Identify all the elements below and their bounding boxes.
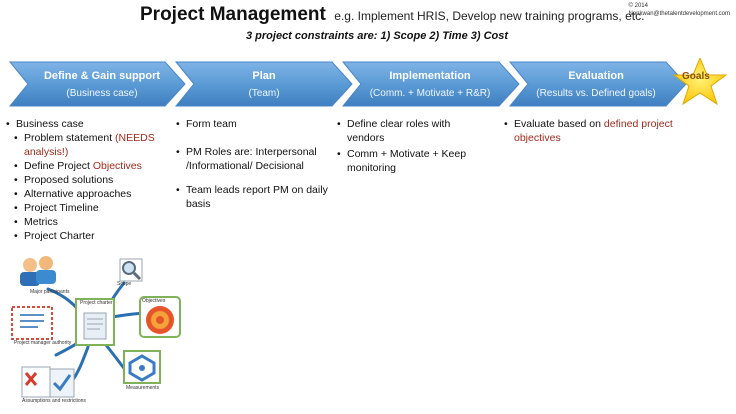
- list-item: Evaluate based on defined project object…: [504, 117, 674, 145]
- label-project-charter: Project charter: [80, 300, 113, 306]
- list-item: Form team: [176, 117, 336, 131]
- define-column: Business case Problem statement (NEEDS a…: [6, 117, 176, 243]
- implementation-column: Define clear roles with vendors Comm + M…: [337, 117, 487, 175]
- label-scope: Scope: [117, 281, 132, 287]
- major-participants-icon: [20, 256, 56, 286]
- list-item: Define clear roles with vendors: [337, 117, 487, 145]
- stage-arrow-implementation: [341, 61, 520, 107]
- copyright-year: © 2014: [628, 3, 648, 9]
- project-charter-clipart: [11, 256, 181, 398]
- pm-authority-icon: [11, 306, 53, 340]
- list-item: Define Project Objectives: [14, 159, 176, 173]
- stage-implementation-subtitle: (Comm. + Motivate + R&R): [369, 88, 491, 99]
- label-assumptions: Assumptions and restrictions: [22, 398, 86, 404]
- stage-evaluation-title: Evaluation: [568, 70, 624, 82]
- stage-define-title: Define & Gain support: [43, 70, 161, 82]
- list-item: PM Roles are: Interpersonal /Information…: [176, 145, 336, 173]
- assumptions-icon: [21, 366, 75, 398]
- stage-define: Define & Gain support (Business case): [27, 70, 177, 99]
- stage-plan-subtitle: (Team): [248, 88, 280, 99]
- stage-arrow-define: [8, 61, 186, 107]
- list-item: Team leads report PM on daily basis: [176, 183, 336, 211]
- list-item: Project Timeline: [14, 201, 176, 215]
- stage-arrow-plan: [174, 61, 353, 107]
- objectives-target-icon: [139, 296, 181, 338]
- header-title-row: Project Management e.g. Implement HRIS, …: [140, 4, 644, 26]
- list-item: Business case: [6, 117, 176, 131]
- list-item: Proposed solutions: [14, 173, 176, 187]
- stage-implementation-title: Implementation: [389, 70, 471, 82]
- evaluation-column: Evaluate based on defined project object…: [504, 117, 674, 145]
- label-major-participants: Major participants: [30, 289, 70, 295]
- constraints-line: 3 project constraints are: 1) Scope 2) T…: [246, 30, 509, 42]
- label-measurements: Measurements: [126, 385, 160, 391]
- list-item: Metrics: [14, 215, 176, 229]
- list-item: Alternative approaches: [14, 187, 176, 201]
- page-title: Project Management: [140, 4, 326, 25]
- stage-implementation: Implementation (Comm. + Motivate + R&R): [355, 70, 505, 99]
- copyright-block: © 2014 Nonkwan@thetalentdevelopment.com: [629, 2, 730, 18]
- stage-plan: Plan (Team): [189, 70, 339, 99]
- list-item: Project Charter: [14, 229, 176, 243]
- project-charter-icon: [75, 298, 115, 346]
- goals-label: Goals: [682, 71, 710, 82]
- page-subtitle: e.g. Implement HRIS, Develop new trainin…: [334, 9, 645, 23]
- process-flow: [8, 58, 728, 107]
- stage-evaluation: Evaluation (Results vs. Defined goals): [521, 70, 671, 99]
- measurements-icon: [123, 350, 161, 384]
- copyright-email: Nonkwan@thetalentdevelopment.com: [628, 11, 730, 17]
- stage-define-subtitle: (Business case): [66, 88, 138, 99]
- label-objectives: Objectives: [142, 298, 166, 304]
- stage-plan-title: Plan: [252, 70, 276, 82]
- goals-star-icon: [672, 58, 728, 106]
- stage-arrow-evaluation: [508, 61, 687, 107]
- scope-icon: [119, 258, 143, 282]
- plan-column: Form team PM Roles are: Interpersonal /I…: [176, 117, 336, 211]
- stage-evaluation-subtitle: (Results vs. Defined goals): [536, 88, 656, 99]
- label-pm-authority: Project manager authority: [14, 340, 72, 346]
- list-item: Problem statement (NEEDS analysis!): [14, 131, 176, 159]
- list-item: Comm + Motivate + Keep monitoring: [337, 147, 487, 175]
